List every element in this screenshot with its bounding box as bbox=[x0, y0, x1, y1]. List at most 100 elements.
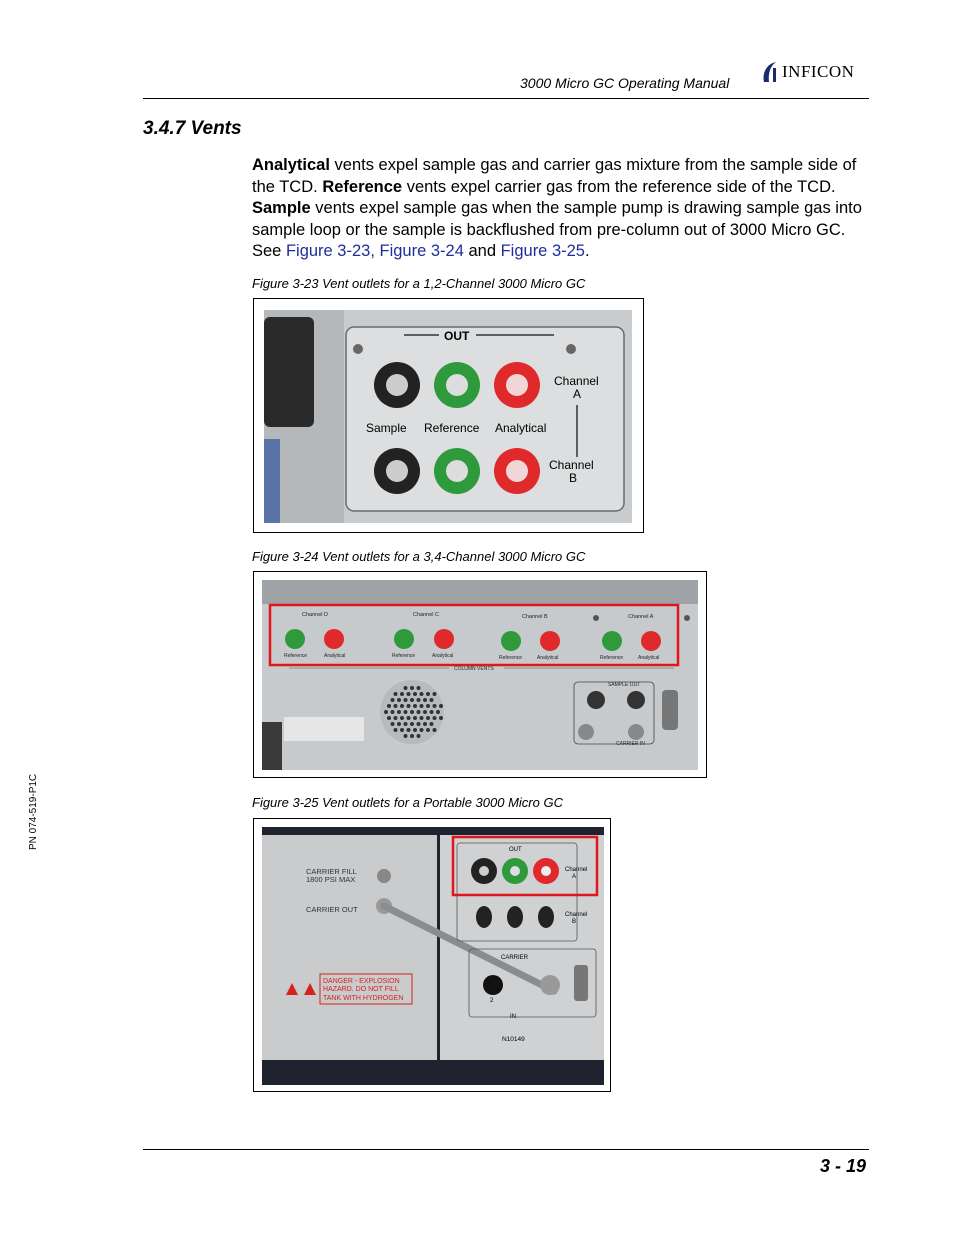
body-text-1: vents expel sample gas and carrier gas m… bbox=[252, 156, 857, 196]
speaker-hole bbox=[393, 704, 398, 708]
figure-3-25-frame: CARRIER FILL 1800 PSI MAX CARRIER OUT DA… bbox=[253, 818, 611, 1092]
fig25-carrier-out: CARRIER OUT bbox=[306, 905, 358, 914]
term-sample: Sample bbox=[252, 199, 311, 217]
body-text-4: and bbox=[463, 242, 501, 260]
footer-rule bbox=[143, 1149, 869, 1150]
speaker-hole bbox=[416, 722, 421, 726]
speaker-hole bbox=[416, 710, 421, 714]
speaker-hole bbox=[400, 716, 404, 720]
page-number: 3 - 19 bbox=[820, 1156, 867, 1176]
speaker-hole bbox=[393, 692, 398, 696]
fig24-ref-b: Reference bbox=[499, 655, 522, 661]
fig24-ana-d: Analytical bbox=[324, 653, 345, 659]
figure-caption-3-25: Figure 3-25 Vent outlets for a Portable … bbox=[252, 795, 563, 810]
fig25-carrier-fill: CARRIER FILL bbox=[306, 867, 357, 876]
speaker-hole bbox=[439, 716, 443, 720]
speaker-hole bbox=[410, 710, 414, 714]
speaker-hole bbox=[429, 698, 434, 702]
section-title: 3.4.7 Vents bbox=[143, 118, 242, 139]
fig25-channel-a: Channel bbox=[565, 867, 587, 873]
speaker-hole bbox=[416, 734, 421, 738]
speaker-hole bbox=[410, 686, 414, 690]
fig25-highlight-box bbox=[451, 835, 599, 897]
term-analytical: Analytical bbox=[252, 156, 330, 174]
logo-text: INFICON bbox=[782, 62, 855, 81]
inficon-logo-icon bbox=[763, 62, 776, 82]
speaker-hole bbox=[410, 722, 414, 726]
speaker-hole bbox=[397, 698, 401, 702]
fig23-analytical-label: Analytical bbox=[495, 421, 546, 435]
speaker-hole bbox=[406, 716, 411, 720]
speaker-hole bbox=[393, 728, 398, 732]
fig23-channel-a-letter: A bbox=[573, 387, 581, 401]
figure-link-25[interactable]: Figure 3-25 bbox=[500, 242, 585, 260]
speaker-hole bbox=[413, 692, 417, 696]
fig25-channel-b: Channel bbox=[565, 912, 587, 918]
fig23-channel-a: Channel bbox=[554, 374, 599, 388]
header-rule bbox=[143, 98, 869, 99]
fig24-ref-d: Reference bbox=[284, 653, 307, 659]
speaker-hole bbox=[400, 692, 404, 696]
fig25-port-2: 2 bbox=[490, 998, 494, 1004]
fig24-column-vents: COLUMN VENTS bbox=[454, 666, 494, 672]
speaker-hole bbox=[397, 722, 401, 726]
speaker-hole bbox=[439, 704, 443, 708]
speaker-hole bbox=[406, 704, 411, 708]
fig24-channel-d: Channel D bbox=[302, 612, 328, 618]
speaker-hole bbox=[416, 698, 421, 702]
speaker-hole bbox=[436, 710, 440, 714]
fig23-channel-b: Channel bbox=[549, 458, 594, 472]
fig25-in: IN bbox=[510, 1014, 516, 1020]
speaker-hole bbox=[413, 728, 417, 732]
speaker-hole bbox=[419, 716, 424, 720]
figure-caption-3-24: Figure 3-24 Vent outlets for a 3,4-Chann… bbox=[252, 549, 586, 564]
fig25-out: OUT bbox=[509, 847, 522, 853]
speaker-hole bbox=[426, 704, 430, 708]
speaker-hole bbox=[429, 710, 434, 714]
fig25-channel-a-letter: A bbox=[572, 874, 576, 880]
fig23-channel-b-letter: B bbox=[569, 471, 577, 485]
fig25-channel-b-letter: B bbox=[572, 919, 576, 925]
speaker-hole bbox=[419, 704, 424, 708]
speaker-hole bbox=[403, 722, 408, 726]
figure-3-23-frame: OUT Channel A Channel B Sample Reference… bbox=[253, 298, 644, 533]
figure-3-24-frame: Channel D Channel C Channel B Channel A … bbox=[253, 571, 707, 778]
fig24-channel-b: Channel B bbox=[522, 614, 548, 620]
speaker-hole bbox=[419, 728, 424, 732]
speaker-hole bbox=[403, 698, 408, 702]
figure-3-23-photo: OUT Channel A Channel B Sample Reference… bbox=[254, 299, 643, 532]
manual-title: 3000 Micro GC Operating Manual bbox=[520, 75, 730, 91]
figure-3-24-photo: Channel D Channel C Channel B Channel A … bbox=[254, 572, 706, 777]
fig24-sample-out: SAMPLE OUT bbox=[608, 682, 640, 688]
speaker-hole bbox=[400, 704, 404, 708]
speaker-hole bbox=[416, 686, 421, 690]
fig24-ana-b: Analytical bbox=[537, 655, 558, 661]
figure-link-23-24[interactable]: Figure 3-23, Figure 3-24 bbox=[285, 242, 464, 260]
fig24-ref-a: Reference bbox=[600, 655, 623, 661]
part-number: PN 074-519-P1C bbox=[28, 773, 39, 850]
speaker-hole bbox=[423, 698, 427, 702]
speaker-hole bbox=[423, 722, 427, 726]
fig23-sample-label: Sample bbox=[366, 421, 407, 435]
speaker-hole bbox=[410, 734, 414, 738]
body-text-2: vents expel carrier gas from the referen… bbox=[402, 177, 836, 196]
speaker-hole bbox=[432, 704, 437, 708]
body-paragraph: Analytical vents expel sample gas and ca… bbox=[252, 155, 872, 263]
fig25-serial: N10149 bbox=[502, 1036, 525, 1043]
speaker-hole bbox=[384, 710, 388, 714]
speaker-hole bbox=[423, 710, 427, 714]
speaker-hole bbox=[432, 716, 437, 720]
term-reference: Reference bbox=[322, 177, 403, 196]
speaker-hole bbox=[432, 728, 437, 732]
body-text-3: vents expel sample gas when the sample p… bbox=[252, 199, 862, 260]
speaker-hole bbox=[400, 728, 404, 732]
speaker-hole bbox=[419, 692, 424, 696]
fig25-danger-1: DANGER - EXPLOSION bbox=[323, 978, 400, 985]
fig24-ref-c: Reference bbox=[392, 653, 415, 659]
speaker-hole bbox=[426, 728, 430, 732]
speaker-hole bbox=[406, 692, 411, 696]
body-text-5: . bbox=[584, 242, 590, 260]
speaker-hole bbox=[397, 710, 401, 714]
speaker-hole bbox=[390, 710, 395, 714]
fig24-speaker-grille bbox=[380, 680, 444, 744]
